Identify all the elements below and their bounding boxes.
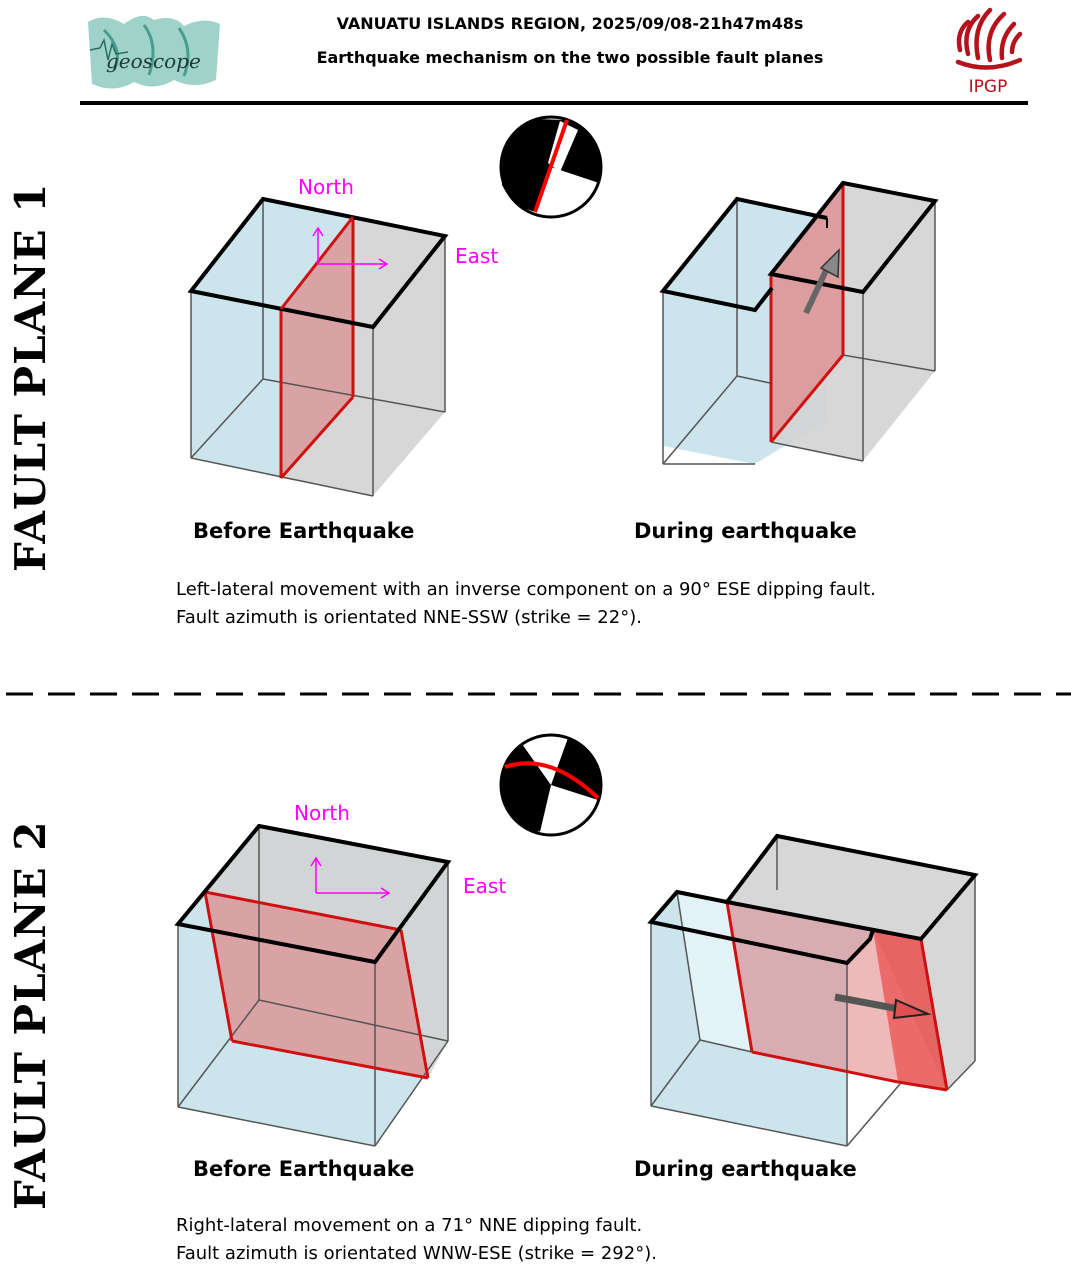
header-subtitle: Earthquake mechanism on the two possible… xyxy=(316,48,824,67)
compass-arrows-icon xyxy=(310,856,391,899)
description-1: Left-lateral movement with an inverse co… xyxy=(176,576,1036,632)
before-caption-2: Before Earthquake xyxy=(193,1157,415,1181)
north-label-2: North xyxy=(294,801,350,825)
during-caption-2: During earthquake xyxy=(634,1157,857,1181)
geoscope-logo-text: geoscope xyxy=(106,49,201,73)
description-2-line1: Right-lateral movement on a 71° NNE dipp… xyxy=(176,1215,643,1236)
east-label-1: East xyxy=(455,244,498,268)
beachball-icon xyxy=(499,115,603,219)
slip-arrow-icon xyxy=(803,248,840,315)
ipgp-logo: IPGP xyxy=(948,2,1028,98)
ipgp-logo-text: IPGP xyxy=(969,77,1008,97)
description-1-line1: Left-lateral movement with an inverse co… xyxy=(176,579,876,600)
before-block-2 xyxy=(174,823,452,1147)
description-2-line2: Fault azimuth is orientated WNW-ESE (str… xyxy=(176,1243,657,1264)
slip-arrow-icon xyxy=(834,993,932,1020)
beachball-icon xyxy=(499,733,603,837)
during-caption-1: During earthquake xyxy=(634,519,857,543)
before-caption-1: Before Earthquake xyxy=(193,519,415,543)
header-rule xyxy=(80,101,1028,105)
geoscope-logo: geoscope xyxy=(84,10,224,94)
compass-arrows-icon xyxy=(312,226,389,270)
during-block-1 xyxy=(659,180,939,465)
east-label-2: East xyxy=(463,874,506,898)
north-label-1: North xyxy=(298,175,354,199)
before-block-1 xyxy=(187,196,449,497)
during-block-2 xyxy=(647,833,979,1147)
header-title: VANUATU ISLANDS REGION, 2025/09/08-21h47… xyxy=(336,14,804,33)
description-1-line2: Fault azimuth is orientated NNE-SSW (str… xyxy=(176,607,642,628)
description-2: Right-lateral movement on a 71° NNE dipp… xyxy=(176,1212,1036,1268)
